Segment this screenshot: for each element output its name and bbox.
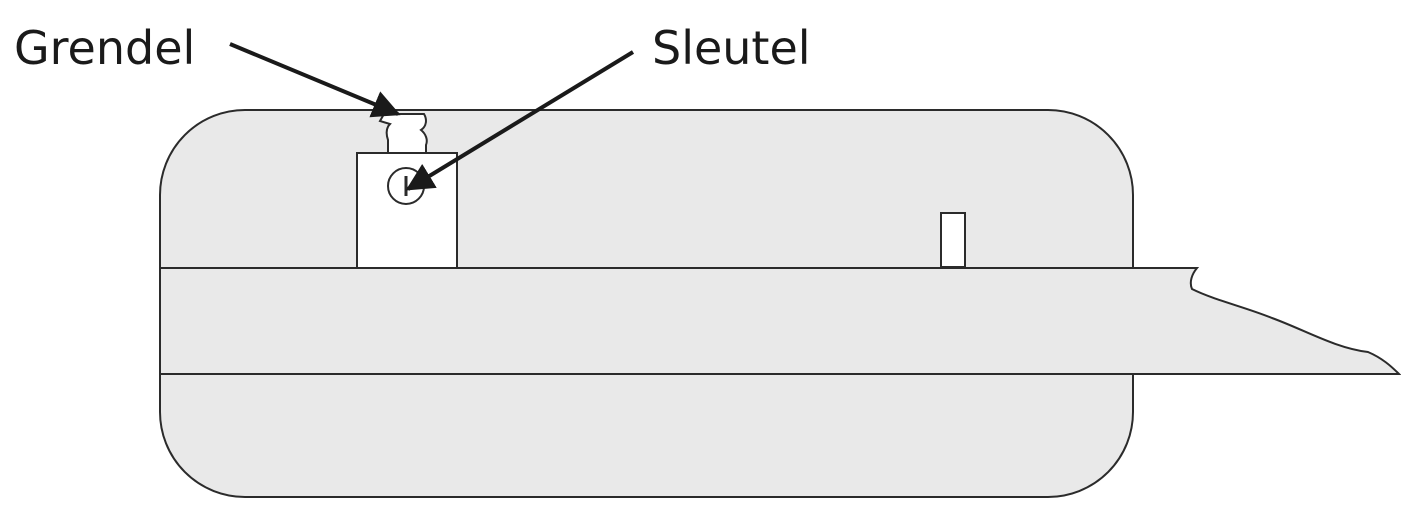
- key-label: Sleutel: [652, 21, 811, 75]
- latch-shape: [378, 113, 428, 154]
- key-callout-arrow: [405, 50, 635, 191]
- latch-callout-arrow: [229, 42, 401, 118]
- latch-label: Grendel: [14, 21, 195, 75]
- strap: [159, 267, 1401, 375]
- receiver-slot: [940, 212, 966, 268]
